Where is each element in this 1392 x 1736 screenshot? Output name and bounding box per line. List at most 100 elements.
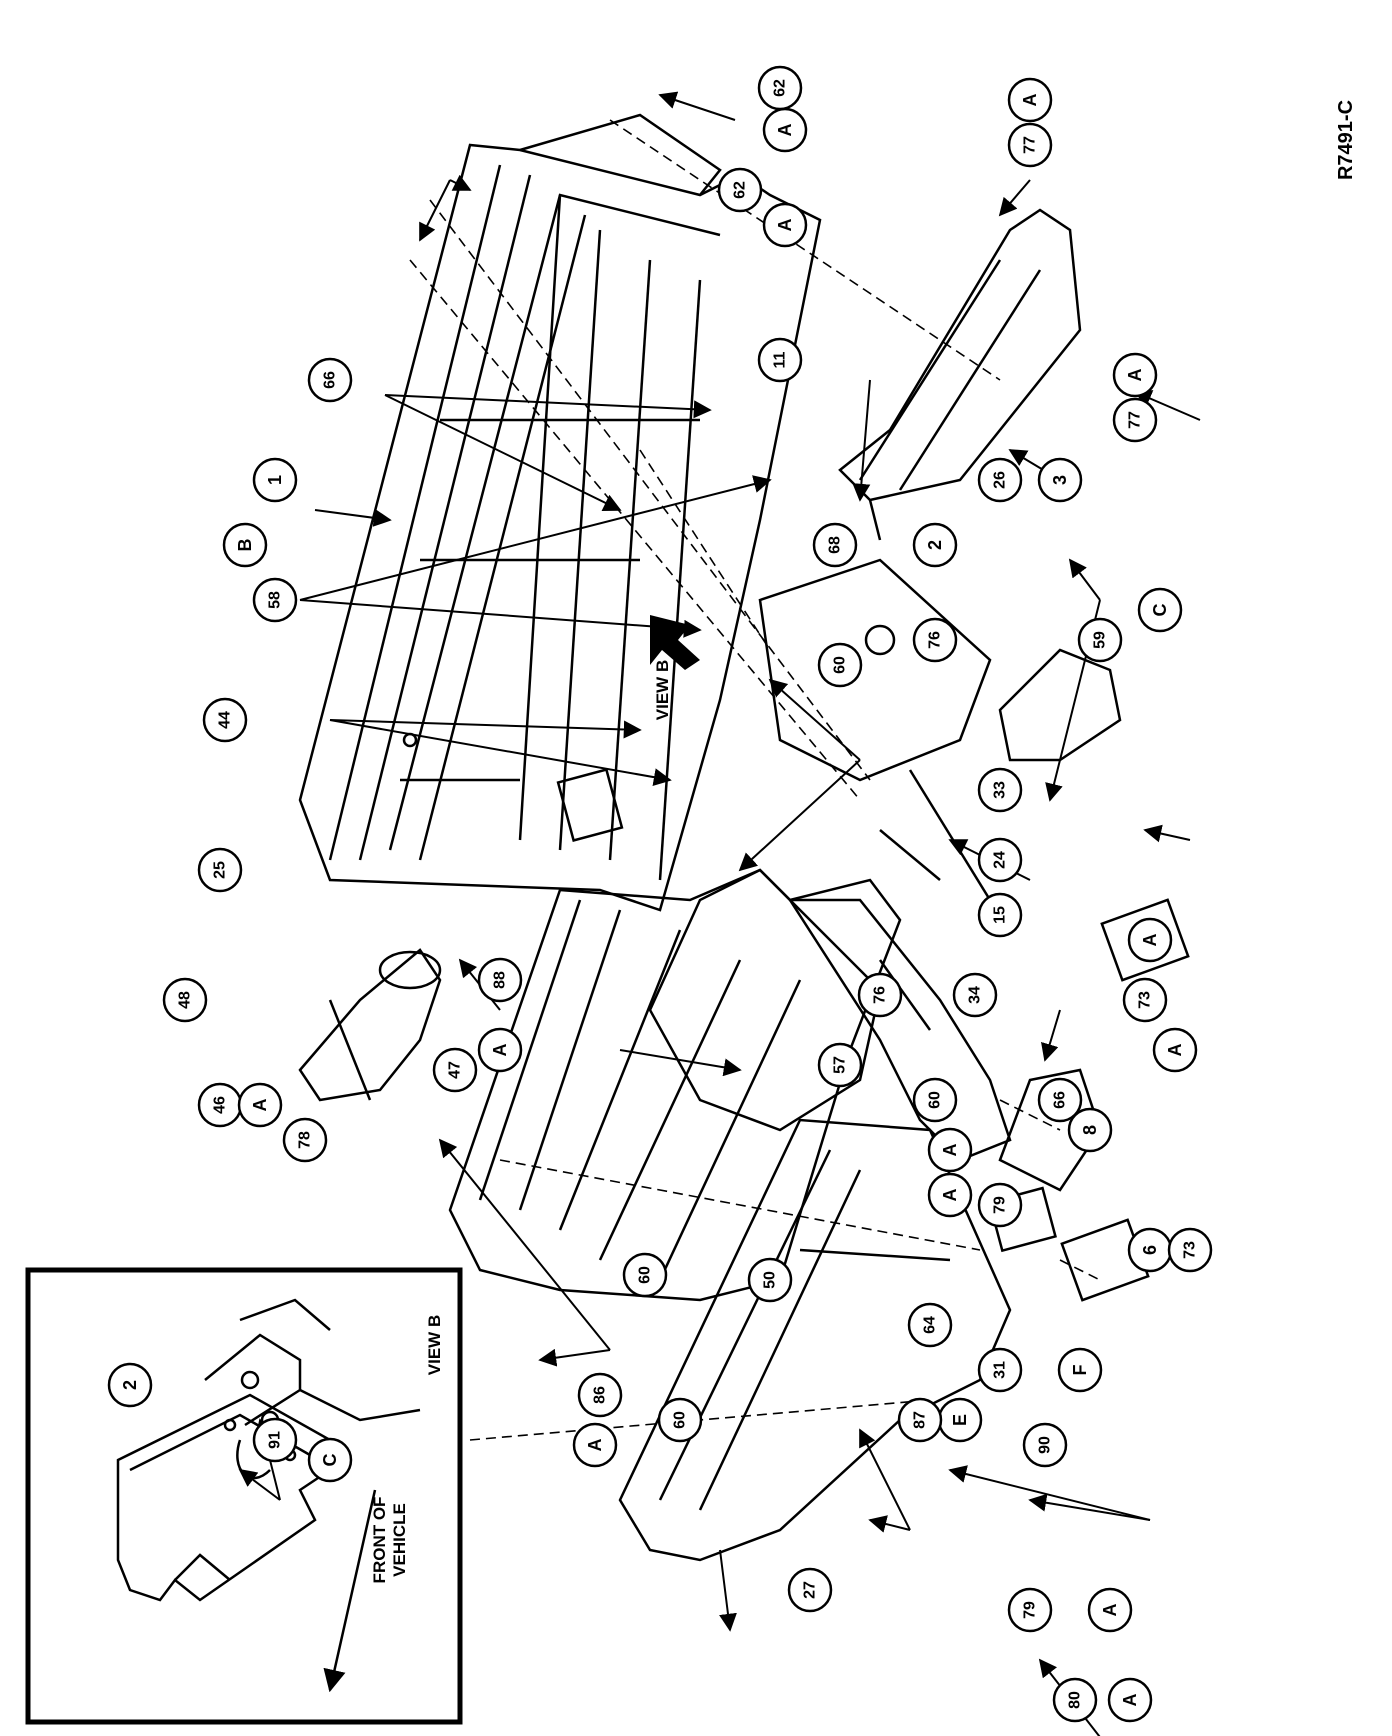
callout-24: 24 bbox=[977, 837, 1023, 883]
callout-label: A bbox=[490, 1044, 510, 1057]
callout-label: E bbox=[950, 1414, 970, 1426]
callout-label: 66 bbox=[322, 371, 339, 389]
callout-label: 46 bbox=[212, 1096, 229, 1114]
callout-A: A bbox=[1152, 1027, 1198, 1073]
callout-label: 77 bbox=[1022, 136, 1039, 154]
callout-circle bbox=[1067, 1107, 1113, 1153]
callout-circle bbox=[977, 1347, 1023, 1393]
callout-circle bbox=[577, 1372, 623, 1418]
callout-circle bbox=[1107, 1677, 1153, 1723]
callout-label: 24 bbox=[992, 851, 1009, 869]
callout-33: 33 bbox=[977, 767, 1023, 813]
callout-label: 91 bbox=[267, 1431, 284, 1449]
callout-circle bbox=[1022, 1422, 1068, 1468]
view-b-label: VIEW B bbox=[653, 660, 672, 720]
callout-48: 48 bbox=[162, 977, 208, 1023]
callout-circle bbox=[1007, 1587, 1053, 1633]
callout-26: 26 bbox=[977, 457, 1023, 503]
callout-15: 15 bbox=[977, 892, 1023, 938]
callout-circle bbox=[1037, 1077, 1083, 1123]
callout-label: 50 bbox=[762, 1271, 779, 1289]
callout-label: 8 bbox=[1080, 1125, 1100, 1135]
callout-79: 79 bbox=[1007, 1587, 1053, 1633]
callout-label: B bbox=[235, 539, 255, 552]
callout-A: A bbox=[1127, 917, 1173, 963]
callout-circle bbox=[1122, 977, 1168, 1023]
callout-73: 73 bbox=[1122, 977, 1168, 1023]
callout-A: A bbox=[762, 202, 808, 248]
callout-label: 11 bbox=[772, 351, 789, 368]
callout-60: 60 bbox=[622, 1252, 668, 1298]
callout-circle bbox=[1112, 352, 1158, 398]
callout-label: 78 bbox=[297, 1131, 314, 1149]
callout-47: 47 bbox=[432, 1047, 478, 1093]
callout-90: 90 bbox=[1022, 1422, 1068, 1468]
callout-label: 60 bbox=[637, 1266, 654, 1284]
callout-59: 59 bbox=[1077, 617, 1123, 663]
callout-1: 1 bbox=[252, 457, 298, 503]
callout-label: 66 bbox=[1052, 1091, 1069, 1109]
callout-circle bbox=[237, 1082, 283, 1128]
callout-31: 31 bbox=[977, 1347, 1023, 1393]
callout-A: A bbox=[572, 1422, 618, 1468]
callout-label: A bbox=[1100, 1604, 1120, 1617]
callout-circle bbox=[477, 957, 523, 1003]
callout-label: 59 bbox=[1092, 631, 1109, 649]
callout-91: 91 bbox=[252, 1417, 298, 1463]
callout-circle bbox=[252, 457, 298, 503]
callout-label: A bbox=[940, 1189, 960, 1202]
callout-circle bbox=[747, 1257, 793, 1303]
callout-circle bbox=[252, 1417, 298, 1463]
callout-label: 2 bbox=[120, 1380, 140, 1390]
callout-57: 57 bbox=[817, 1042, 863, 1088]
callout-label: A bbox=[775, 219, 795, 232]
callout-79: 79 bbox=[977, 1182, 1023, 1228]
callout-circle bbox=[812, 522, 858, 568]
callout-label: 2 bbox=[925, 540, 945, 550]
callout-A: A bbox=[927, 1172, 973, 1218]
callout-label: 60 bbox=[832, 656, 849, 674]
callout-66: 66 bbox=[307, 357, 353, 403]
view-b-arrow-icon bbox=[650, 615, 700, 670]
callout-circle bbox=[162, 977, 208, 1023]
callout-label: 27 bbox=[802, 1581, 819, 1599]
front-of-vehicle-arrow bbox=[323, 1489, 377, 1693]
callout-label: F bbox=[1070, 1365, 1090, 1376]
callout-E: E bbox=[937, 1397, 983, 1443]
callout-66: 66 bbox=[1037, 1077, 1083, 1123]
callout-label: A bbox=[585, 1439, 605, 1452]
callout-circle bbox=[477, 1027, 523, 1073]
callout-label: 15 bbox=[992, 906, 1009, 924]
figure-id: R7491-C bbox=[1335, 100, 1357, 180]
callout-label: 80 bbox=[1067, 1691, 1084, 1709]
callout-circle bbox=[907, 1302, 953, 1348]
callout-circle bbox=[897, 1397, 943, 1443]
callout-A: A bbox=[1087, 1587, 1133, 1633]
callout-B: B bbox=[222, 522, 268, 568]
callout-2: 2 bbox=[107, 1362, 153, 1408]
callout-label: 34 bbox=[967, 986, 984, 1004]
callout-8: 8 bbox=[1067, 1107, 1113, 1153]
callout-label: 79 bbox=[1022, 1601, 1039, 1619]
callout-circle bbox=[977, 767, 1023, 813]
callout-label: 86 bbox=[592, 1386, 609, 1404]
callout-circle bbox=[787, 1567, 833, 1613]
callout-circle bbox=[1052, 1677, 1098, 1723]
callout-circle bbox=[762, 202, 808, 248]
callout-44: 44 bbox=[202, 697, 248, 743]
callout-circle bbox=[1007, 77, 1053, 123]
callout-A: A bbox=[237, 1082, 283, 1128]
callout-circle bbox=[912, 1077, 958, 1123]
callout-78: 78 bbox=[282, 1117, 328, 1163]
callout-58: 58 bbox=[252, 577, 298, 623]
callout-label: A bbox=[1125, 369, 1145, 382]
callout-C: C bbox=[307, 1437, 353, 1483]
callout-circle bbox=[197, 847, 243, 893]
front-of-vehicle-label-line2: VEHICLE bbox=[390, 1503, 409, 1577]
callout-circle bbox=[657, 1397, 703, 1443]
callout-label: 44 bbox=[217, 711, 234, 729]
callout-label: A bbox=[940, 1144, 960, 1157]
callout-circle bbox=[1167, 1227, 1213, 1273]
callout-A: A bbox=[762, 107, 808, 153]
